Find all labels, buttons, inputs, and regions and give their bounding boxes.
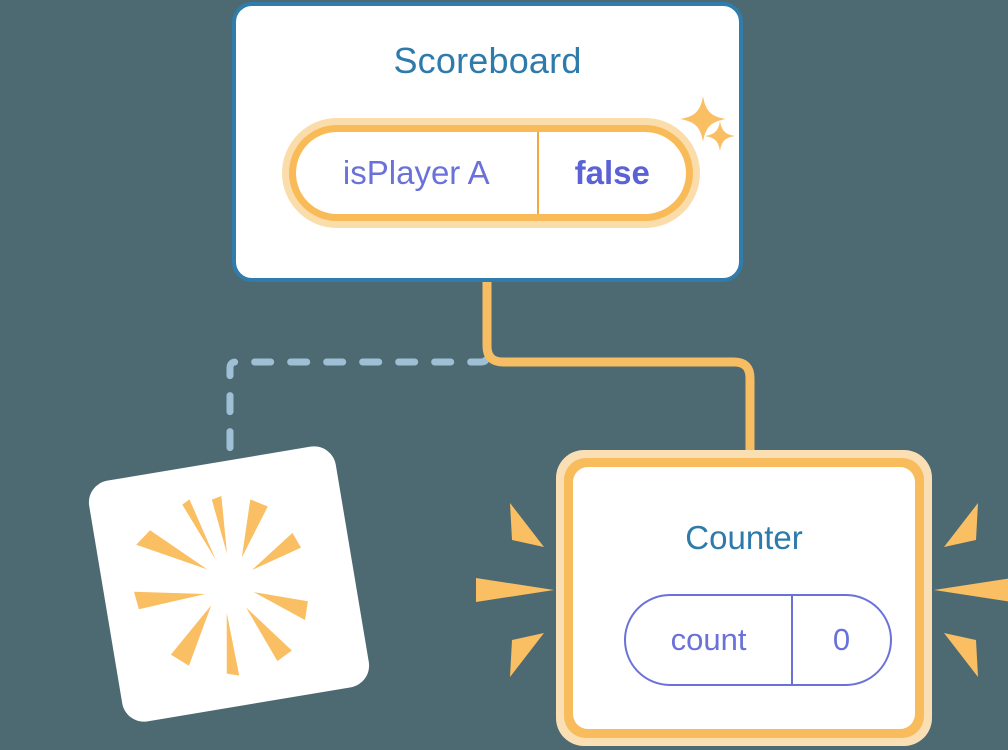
ghost-card[interactable] [85, 443, 373, 725]
counter-state-value: 0 [832, 622, 851, 657]
connector-scoreboard-to-ghost [226, 284, 491, 472]
connector-scoreboard-to-counter [482, 282, 755, 460]
pill-divider [791, 596, 794, 684]
counter-card[interactable]: Counter count 0 [556, 450, 932, 746]
pill-divider [536, 132, 539, 214]
counter-card-title: Counter [685, 519, 803, 556]
sparkle-icon [680, 96, 726, 142]
counter-state-key: count [670, 622, 747, 657]
counter-card-ring: Counter count 0 [564, 458, 924, 738]
scoreboard-state-key: isPlayer A [342, 154, 490, 191]
scoreboard-state-pill-face: isPlayer A false [296, 132, 686, 214]
scoreboard-card-title: Scoreboard [393, 40, 582, 81]
scoreboard-card[interactable]: Scoreboard isPlayer A false [232, 2, 743, 282]
scoreboard-state-pill[interactable]: isPlayer A false [282, 118, 700, 228]
sparkle-icon [705, 121, 735, 151]
counter-card-burst-rays-left-icon [476, 503, 554, 677]
scoreboard-state-pill-ring: isPlayer A false [289, 125, 693, 221]
scoreboard-state-value: false [574, 154, 650, 191]
counter-state-pill[interactable]: count 0 [624, 594, 892, 686]
counter-card-burst-rays-right-icon [934, 503, 1008, 677]
counter-card-face: Counter count 0 [573, 467, 915, 729]
